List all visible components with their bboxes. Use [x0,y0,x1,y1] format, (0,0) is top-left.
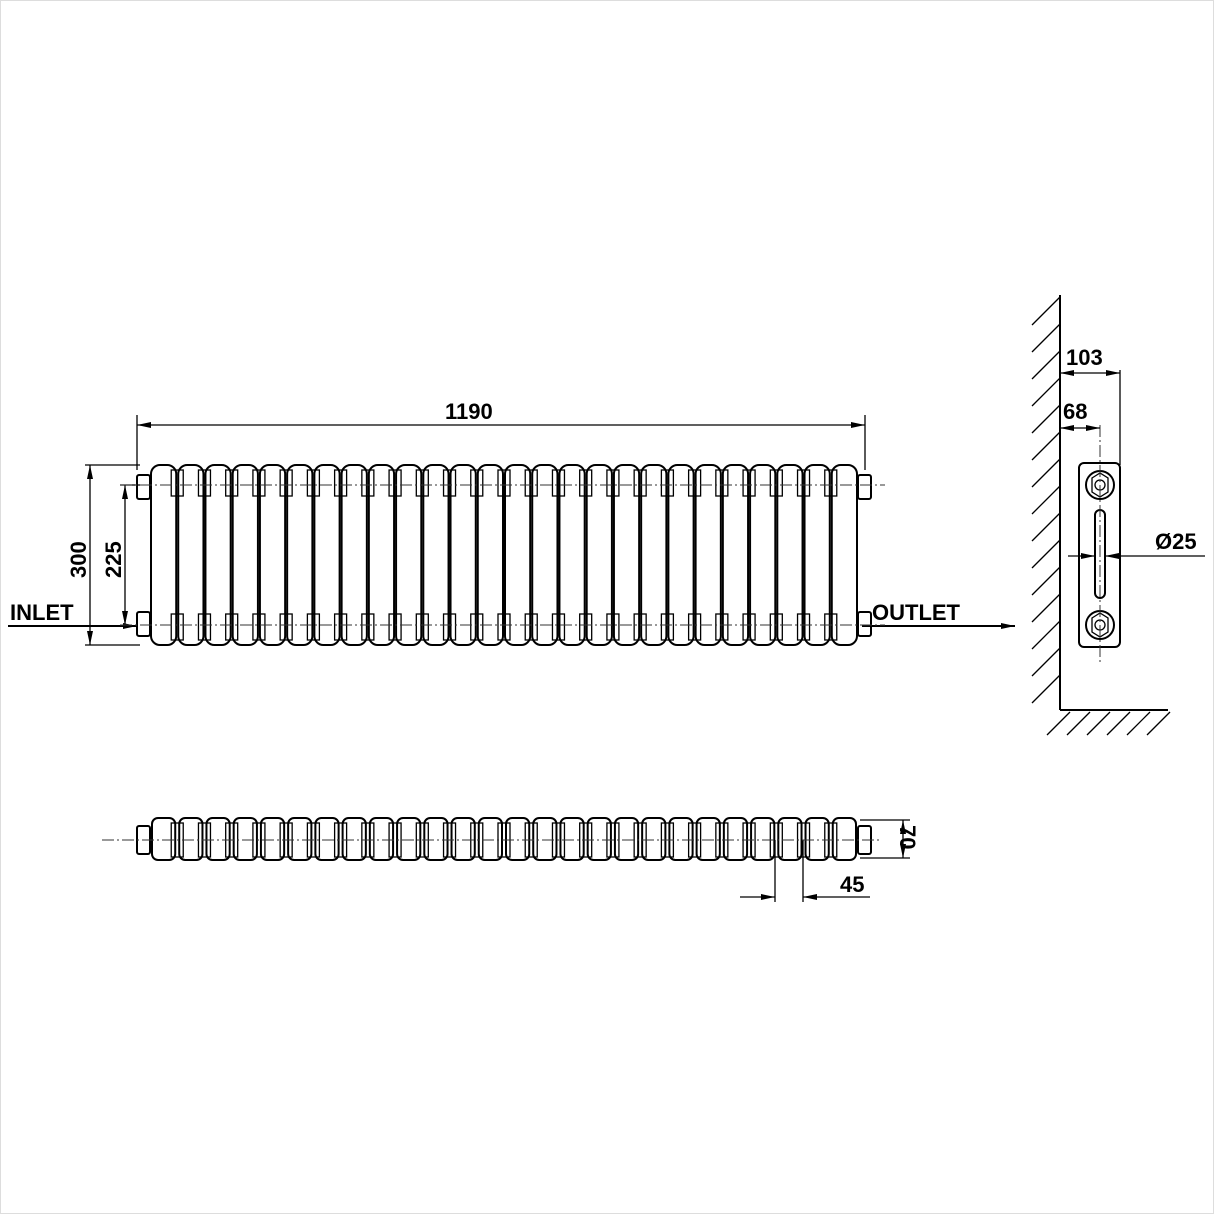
column [177,464,205,646]
valve-cap [857,474,872,500]
column [558,464,586,646]
wall-hatch [1031,458,1061,488]
column [830,464,858,646]
column [694,464,722,646]
column [231,464,259,646]
column [340,464,368,646]
plan-column [722,817,749,861]
wall-hatch [1031,296,1061,326]
plan-column [505,817,531,861]
column [640,464,668,646]
wall-hatch [1031,323,1061,353]
floor-hatch [1066,711,1091,736]
wall-hatch [1031,647,1061,677]
valve-cap [136,474,151,500]
width-label: 1190 [445,399,493,424]
height-dimension: 300 [66,464,140,646]
plan-column [396,817,422,861]
column [286,464,314,646]
plan-column [287,817,313,861]
column [476,464,504,646]
column [422,464,450,646]
wall-hatch [1031,485,1061,515]
wall-hatch [1031,620,1061,650]
width-dimension: 1190 [136,399,866,470]
plan-column [695,817,721,861]
depth-wall-label: 103 [1066,345,1103,370]
front-view [136,464,872,646]
wall-hatch [1031,539,1061,569]
plan-column [178,817,204,861]
plan-column [532,817,558,861]
outlet: OUTLET [862,600,1015,629]
plan-column [423,817,449,861]
plan-column [205,817,231,861]
column [258,464,287,646]
wall-hatch [1031,350,1061,380]
plan-column [613,817,640,861]
column [395,464,423,646]
plan-column [586,817,612,861]
wall-hatch [1031,377,1061,407]
plan-column [831,817,857,861]
column [367,464,396,646]
wall-hatch [1031,431,1061,461]
column-pitch-label: 45 [840,872,864,897]
floor-hatch [1146,711,1171,736]
valve-cap [857,611,872,637]
plan-column [368,817,395,861]
column [504,464,532,646]
column [449,464,477,646]
column [204,464,232,646]
column [803,464,831,646]
inlet-label: INLET [10,600,74,625]
centers-dimension: 225 [101,484,140,625]
wall-hatch [1031,674,1061,704]
pipe-wall-label: 68 [1063,399,1087,424]
plan-view [136,817,872,861]
valve-cap [136,611,151,637]
wall-hatch [1031,512,1061,542]
plan-column [559,817,585,861]
wall-hatch [1031,566,1061,596]
plan-column [668,817,694,861]
column [585,464,613,646]
plan-column [641,817,667,861]
centers-label: 225 [101,541,126,578]
plan-column [450,817,476,861]
column [667,464,695,646]
floor-hatch [1046,711,1071,736]
plan-column [151,817,177,861]
outlet-label: OUTLET [872,600,961,625]
column-depth-label: 70 [895,825,920,849]
wall-hatch [1031,404,1061,434]
floor-hatch [1086,711,1111,736]
plan-column [232,817,258,861]
side-view: 103 68 Ø25 [1031,295,1205,736]
column [612,464,641,646]
column-depth-dimension: 70 [860,819,920,859]
column [749,464,777,646]
column [776,464,804,646]
column [721,464,750,646]
column [313,464,341,646]
plan-column [314,817,340,861]
plan-column [804,817,830,861]
height-label: 300 [66,541,91,578]
plan-column [750,817,776,861]
floor-hatch [1106,711,1131,736]
wall-hatch [1031,593,1061,623]
floor-hatch [1126,711,1151,736]
inlet: INLET [8,600,137,629]
plan-column [259,817,286,861]
plan-column [477,817,503,861]
column [150,464,178,646]
column-pitch-dimension: 45 [740,840,870,902]
plan-column [341,817,367,861]
plan-column [777,817,803,861]
pipe-diameter-label: Ø25 [1155,529,1197,554]
column [531,464,559,646]
